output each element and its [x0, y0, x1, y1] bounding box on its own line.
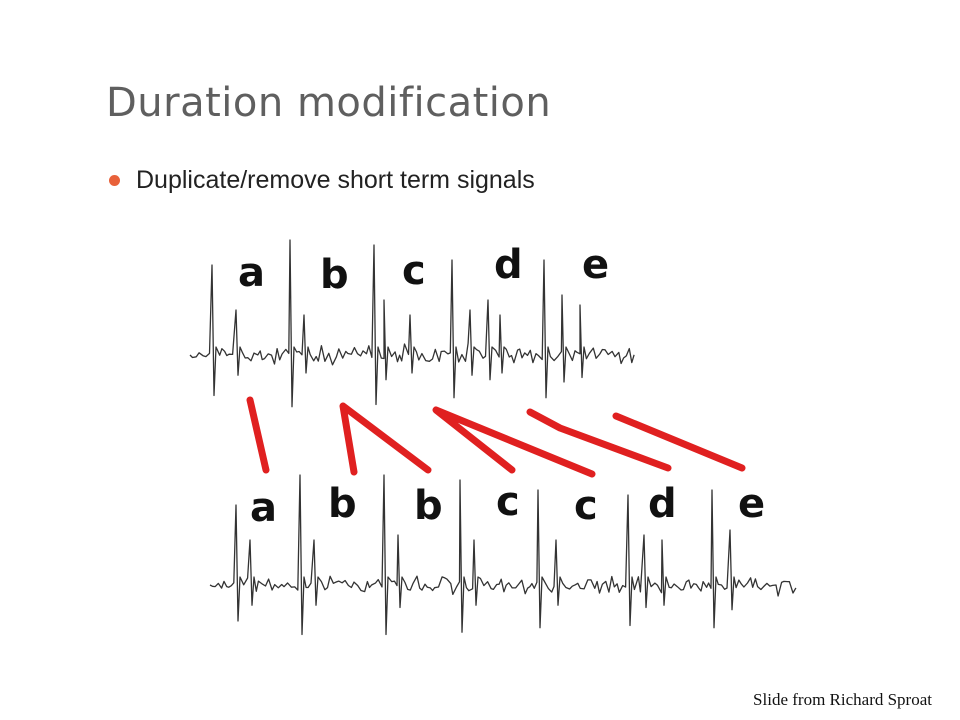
bottom-label-c2: c: [574, 483, 598, 529]
bottom-label-b2: b: [414, 483, 443, 529]
top-label-a: a: [238, 250, 265, 296]
top-waveform-labels: a b c d e: [238, 242, 609, 298]
top-waveform: [189, 239, 635, 408]
mapping-arrow-a: [246, 396, 270, 474]
bullet-item: Duplicate/remove short term signals: [109, 162, 535, 198]
bottom-label-a: a: [250, 485, 277, 531]
bullet-dot-icon: [109, 174, 120, 186]
mapping-arrow-d: [526, 408, 672, 472]
slide-title: Duration modification: [106, 80, 552, 126]
bullet-text: Duplicate/remove short term signals: [136, 165, 535, 194]
top-label-c: c: [402, 248, 426, 294]
bottom-label-c1: c: [496, 479, 520, 525]
slide-credit: Slide from Richard Sproat: [753, 690, 932, 709]
bottom-label-e: e: [738, 481, 765, 527]
mapping-arrow-b: [339, 402, 432, 476]
bottom-label-d: d: [648, 481, 677, 527]
top-label-d: d: [494, 242, 523, 288]
mapping-arrow-e: [612, 412, 746, 472]
top-label-e: e: [582, 242, 609, 288]
bottom-waveform-labels: a b b c c d e: [250, 479, 765, 531]
mapping-arrow-c: [432, 406, 596, 478]
top-label-b: b: [320, 252, 349, 298]
mapping-arrows: [246, 396, 746, 478]
bottom-waveform: [209, 474, 797, 636]
bottom-label-b1: b: [328, 481, 357, 527]
